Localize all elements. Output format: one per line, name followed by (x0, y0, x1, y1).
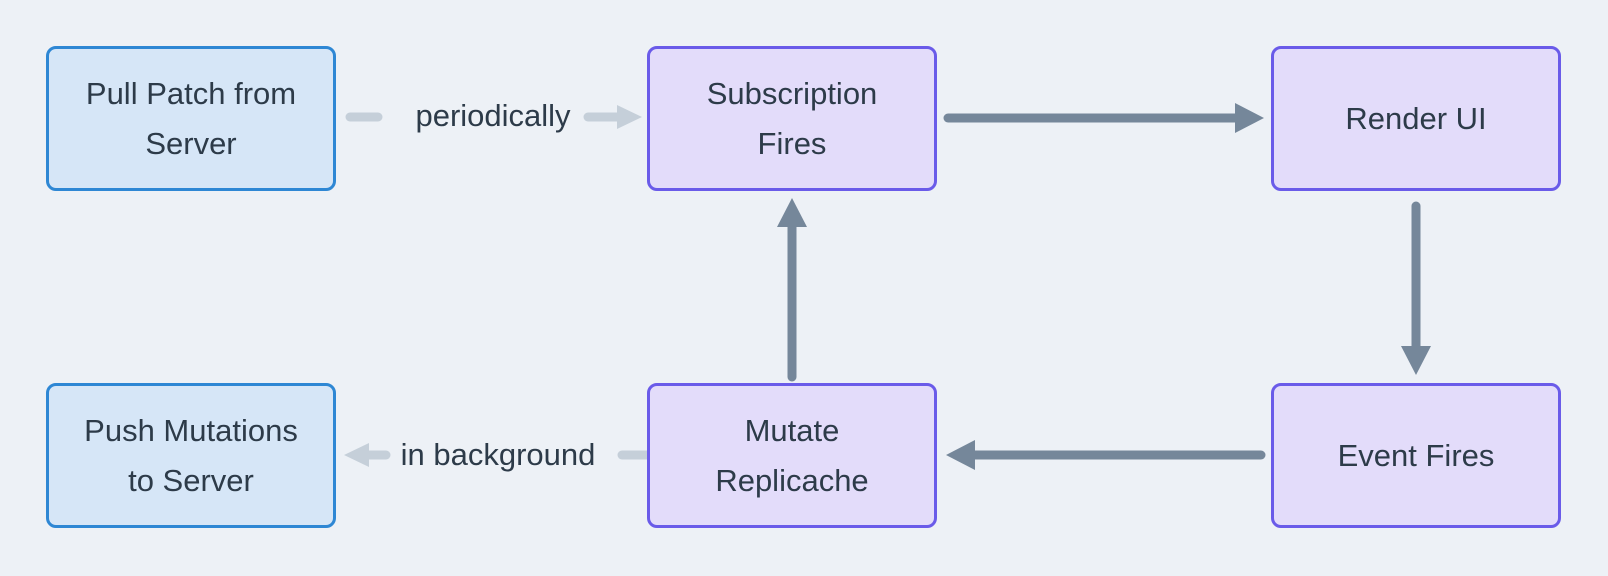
node-subscription-fires: Subscription Fires (647, 46, 937, 191)
arrowhead-right-icon (1235, 103, 1264, 133)
node-label: Subscription Fires (706, 75, 878, 161)
edge-mutate-to-subscription (777, 198, 807, 382)
node-mutate-replicache: Mutate Replicache (647, 383, 937, 528)
node-label: Mutate Replicache (715, 412, 869, 498)
edge-render-to-event (1401, 201, 1431, 375)
node-push-mutations-to-server: Push Mutations to Server (46, 383, 336, 528)
arrowhead-left-icon (946, 440, 975, 470)
node-event-fires: Event Fires (1271, 383, 1561, 528)
edge-subscription-to-render (943, 103, 1264, 133)
arrowhead-left-icon (344, 443, 369, 467)
edge-label-in-background: in background (400, 437, 596, 472)
arrowhead-down-icon (1401, 346, 1431, 375)
node-label: Push Mutations to Server (84, 412, 298, 498)
edge-pull-patch-to-subscription (345, 105, 642, 129)
edge-label-periodically: periodically (415, 98, 571, 133)
node-label: Render UI (1345, 100, 1487, 136)
edge-event-to-mutate (946, 440, 1266, 470)
node-pull-patch-from-server: Pull Patch from Server (46, 46, 336, 191)
node-render-ui: Render UI (1271, 46, 1561, 191)
arrowhead-up-icon (777, 198, 807, 227)
node-label: Pull Patch from Server (85, 75, 297, 161)
edge-mutate-to-push (344, 443, 653, 467)
arrowhead-right-icon (617, 105, 642, 129)
node-label: Event Fires (1337, 437, 1495, 473)
